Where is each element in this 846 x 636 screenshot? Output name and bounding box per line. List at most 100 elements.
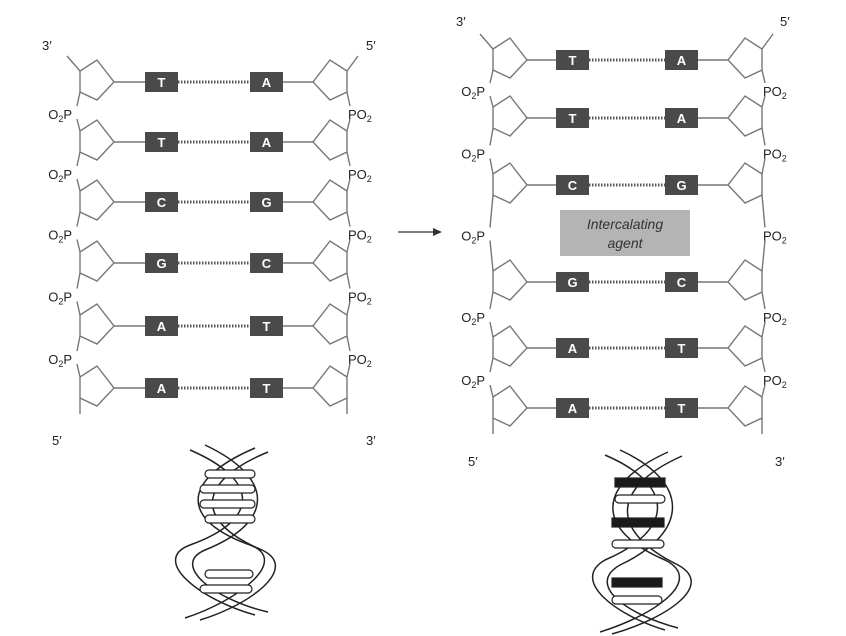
- sugar-ring: [79, 179, 115, 221]
- helix-normal-illustration: [174, 444, 277, 621]
- sugar-ring: [79, 240, 115, 282]
- nucleobase-label: T: [678, 401, 686, 416]
- nucleobase-box: [145, 72, 178, 92]
- nucleobase-label: A: [677, 53, 687, 68]
- right-bottom-5prime: 5′: [468, 454, 478, 469]
- sugar-ring: [79, 303, 115, 345]
- phosphate-label-right: PO2: [348, 107, 372, 124]
- phosphate-label-left: O2P: [461, 373, 485, 390]
- right-bottom-3prime: 3′: [775, 454, 785, 469]
- nucleobase-label: A: [262, 135, 272, 150]
- nucleobase-box: [145, 192, 178, 212]
- nucleobase-label: G: [261, 195, 271, 210]
- nucleobase-box: [665, 338, 698, 358]
- sugar-ring: [492, 385, 528, 427]
- nucleobase-label: T: [158, 75, 166, 90]
- phosphate-label-right: PO2: [763, 310, 787, 327]
- svg-text:agent: agent: [607, 235, 643, 251]
- phosphate-label-right: PO2: [348, 228, 372, 245]
- sugar-ring: [492, 37, 528, 79]
- sugar-ring: [312, 240, 348, 282]
- phosphate-label-left: O2P: [48, 228, 72, 245]
- svg-text:Intercalating: Intercalating: [587, 216, 663, 232]
- nucleobase-box: [665, 398, 698, 418]
- phosphate-label-left: O2P: [461, 229, 485, 246]
- sugar-ring: [492, 325, 528, 367]
- nucleobase-label: A: [568, 401, 578, 416]
- phosphate-label-left: O2P: [461, 310, 485, 327]
- nucleobase-label: A: [568, 341, 578, 356]
- right-top-3prime: 3′: [456, 14, 466, 29]
- nucleobase-label: A: [157, 319, 167, 334]
- sugar-ring: [727, 385, 763, 427]
- nucleobase-label: T: [263, 381, 271, 396]
- intercalating-agent-box: Intercalating agent: [560, 210, 690, 256]
- left-top-5prime: 5′: [366, 38, 376, 53]
- nucleobase-box: [250, 192, 283, 212]
- phosphate-label-right: PO2: [763, 373, 787, 390]
- phosphate-label-left: O2P: [48, 290, 72, 307]
- phosphate-label-right: PO2: [348, 352, 372, 369]
- sugar-ring: [727, 162, 763, 204]
- nucleobase-label: T: [569, 111, 577, 126]
- nucleobase-box: [250, 253, 283, 273]
- nucleobase-label: A: [157, 381, 167, 396]
- phosphate-label-right: PO2: [348, 167, 372, 184]
- nucleobase-label: T: [158, 135, 166, 150]
- nucleobase-box: [556, 338, 589, 358]
- sugar-ring: [312, 59, 348, 101]
- right-top-5prime: 5′: [780, 14, 790, 29]
- nucleobase-label: G: [156, 256, 166, 271]
- phosphate-label-left: O2P: [48, 167, 72, 184]
- nucleobase-label: A: [262, 75, 272, 90]
- nucleobase-label: T: [678, 341, 686, 356]
- nucleobase-box: [250, 378, 283, 398]
- sugar-ring: [492, 259, 528, 301]
- sugar-ring: [727, 325, 763, 367]
- phosphate-label-left: O2P: [48, 352, 72, 369]
- phosphate-label-right: PO2: [763, 229, 787, 246]
- left-bottom-3prime: 3′: [366, 433, 376, 448]
- nucleobase-box: [250, 132, 283, 152]
- nucleobase-box: [665, 272, 698, 292]
- phosphate-label-right: PO2: [763, 147, 787, 164]
- sugar-ring: [727, 37, 763, 79]
- phosphate-label-left: O2P: [461, 147, 485, 164]
- nucleobase-label: G: [567, 275, 577, 290]
- sugar-ring: [312, 119, 348, 161]
- nucleobase-box: [665, 175, 698, 195]
- nucleobase-box: [556, 398, 589, 418]
- sugar-ring: [492, 162, 528, 204]
- nucleobase-label: G: [676, 178, 686, 193]
- left-top-3prime: 3′: [42, 38, 52, 53]
- nucleobase-box: [145, 378, 178, 398]
- nucleobase-box: [556, 272, 589, 292]
- sugar-ring: [312, 179, 348, 221]
- phosphate-label-right: PO2: [348, 290, 372, 307]
- nucleobase-box: [145, 253, 178, 273]
- phosphate-label-right: PO2: [763, 84, 787, 101]
- sugar-ring: [79, 119, 115, 161]
- left-bottom-5prime: 5′: [52, 433, 62, 448]
- sugar-ring: [312, 303, 348, 345]
- nucleobase-label: C: [262, 256, 272, 271]
- nucleobase-box: [250, 316, 283, 336]
- nucleobase-box: [665, 108, 698, 128]
- sugar-ring: [727, 259, 763, 301]
- sugar-ring: [492, 95, 528, 137]
- sugar-ring: [727, 95, 763, 137]
- nucleobase-label: C: [677, 275, 687, 290]
- nucleobase-box: [145, 132, 178, 152]
